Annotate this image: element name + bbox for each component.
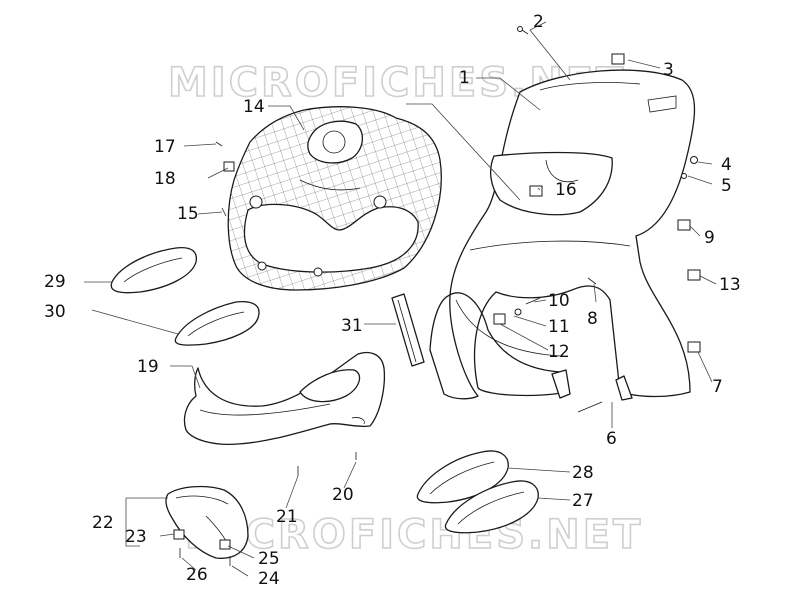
callout-13: 13	[719, 275, 741, 295]
callout-29: 29	[44, 272, 66, 292]
callout-10: 10	[548, 291, 570, 311]
callout-24: 24	[258, 569, 280, 589]
watermark-bottom: MICROFICHES.NET	[185, 512, 643, 558]
callout-1: 1	[459, 68, 470, 88]
callout-20: 20	[332, 485, 354, 505]
callout-4: 4	[721, 155, 732, 175]
front-shield-part	[429, 69, 696, 401]
lower-trim-part	[183, 351, 386, 446]
callout-31: 31	[341, 316, 363, 336]
callout-30: 30	[44, 302, 66, 322]
hardware-items	[173, 26, 701, 566]
callout-18: 18	[154, 169, 176, 189]
callout-17: 17	[154, 137, 176, 157]
callout-22: 22	[92, 513, 114, 533]
callout-26: 26	[186, 565, 208, 585]
callout-14: 14	[243, 97, 265, 117]
callout-15: 15	[177, 204, 199, 224]
leader-lines	[84, 21, 717, 577]
headlight-housing-part	[227, 106, 442, 291]
lens-part-29	[110, 246, 198, 294]
callout-19: 19	[137, 357, 159, 377]
callout-2: 2	[533, 12, 544, 32]
callout-16: 16	[555, 180, 577, 200]
callout-8: 8	[587, 309, 598, 329]
callout-27: 27	[572, 491, 594, 511]
callout-23: 23	[125, 527, 147, 547]
callout-3: 3	[663, 60, 674, 80]
lens-part-30	[174, 300, 260, 346]
callout-5: 5	[721, 176, 732, 196]
callout-labels: 2 3 1 4 5 9 13 8 7 6 10 11 12 16 14 17 1…	[44, 12, 741, 589]
side-strip-part	[391, 293, 425, 367]
callout-7: 7	[712, 377, 723, 397]
callout-9: 9	[704, 228, 715, 248]
callout-28: 28	[572, 463, 594, 483]
callout-25: 25	[258, 549, 280, 569]
callout-11: 11	[548, 317, 570, 337]
callout-12: 12	[548, 342, 570, 362]
callout-6: 6	[606, 429, 617, 449]
callout-21: 21	[276, 507, 298, 527]
mirror-cover-part	[165, 485, 249, 559]
